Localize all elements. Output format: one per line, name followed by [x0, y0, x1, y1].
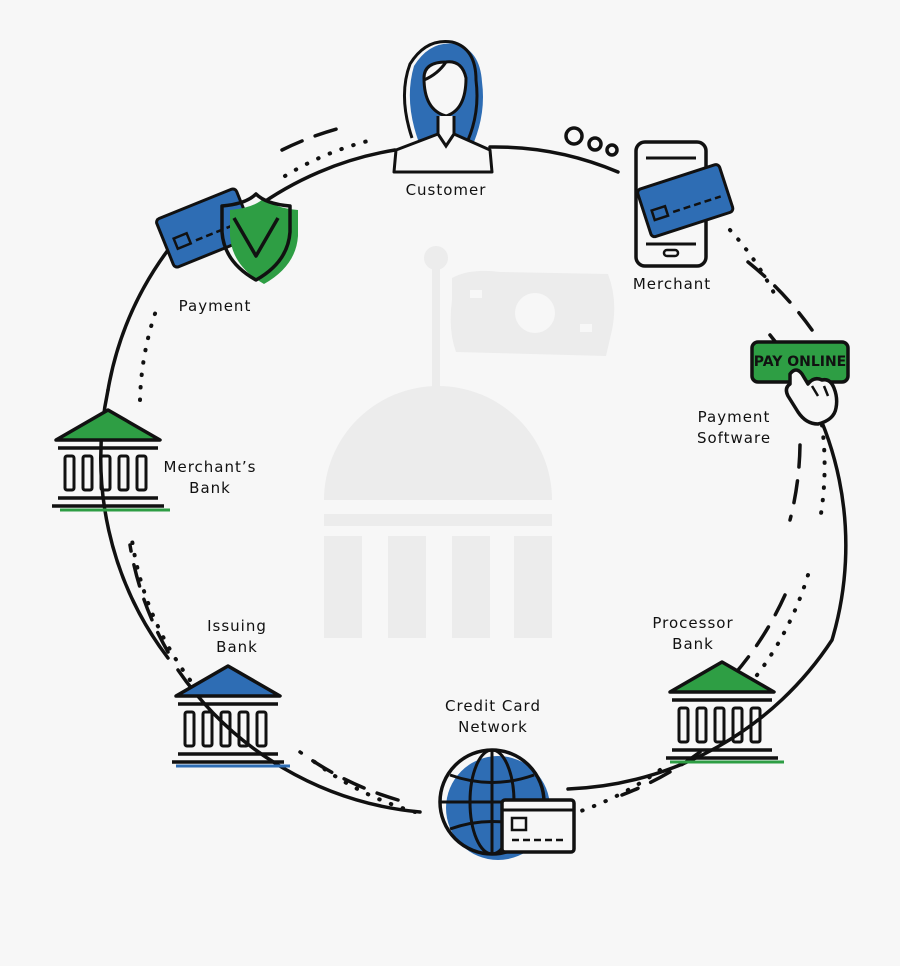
merchant-label-line: Merchant — [632, 275, 712, 293]
payment-label-line: Payment — [178, 297, 252, 315]
issuing-bank-label: Issuing Bank — [190, 616, 284, 658]
processor-bank-label-line: Processor — [652, 614, 734, 632]
credit-card-network-label-line: Credit Card — [445, 697, 541, 715]
merchants-bank-label-line: Bank — [189, 479, 231, 497]
issuing-bank-label-line: Bank — [216, 638, 258, 656]
payment-label: Payment — [168, 296, 262, 317]
thought-bubbles-icon — [564, 126, 619, 157]
payment-software-label: Payment Software — [684, 407, 784, 449]
processor-bank-icon — [664, 660, 784, 764]
customer-label: Customer — [388, 180, 504, 201]
dashed-connectors — [128, 124, 814, 802]
issuing-bank-label-line: Issuing — [207, 617, 267, 635]
credit-card-network-label-line: Network — [458, 718, 528, 736]
merchants-bank-label-line: Merchant’s — [163, 458, 257, 476]
woman-avatar-icon — [392, 39, 494, 174]
processor-bank-label: Processor Bank — [640, 613, 746, 655]
pay-online-button-icon: PAY ONLINE — [750, 340, 850, 426]
card-shield-icon — [155, 187, 298, 284]
merchants-bank-label: Merchant’s Bank — [156, 457, 264, 499]
dotted-connectors — [130, 138, 827, 814]
pay-online-label: PAY ONLINE — [754, 354, 847, 370]
bank-watermark-icon — [324, 246, 615, 638]
payment-software-label-line: Software — [696, 429, 772, 447]
customer-label-line: Customer — [405, 181, 487, 199]
globe-card-icon — [438, 748, 576, 860]
credit-card-network-label: Credit Card Network — [428, 696, 558, 738]
payment-software-label-line: Payment — [697, 408, 771, 426]
merchant-label: Merchant — [620, 274, 724, 295]
smartphone-card-icon — [634, 140, 735, 268]
processor-bank-label-line: Bank — [672, 635, 714, 653]
issuing-bank-icon — [170, 664, 290, 768]
merchants-bank-icon — [50, 408, 170, 512]
